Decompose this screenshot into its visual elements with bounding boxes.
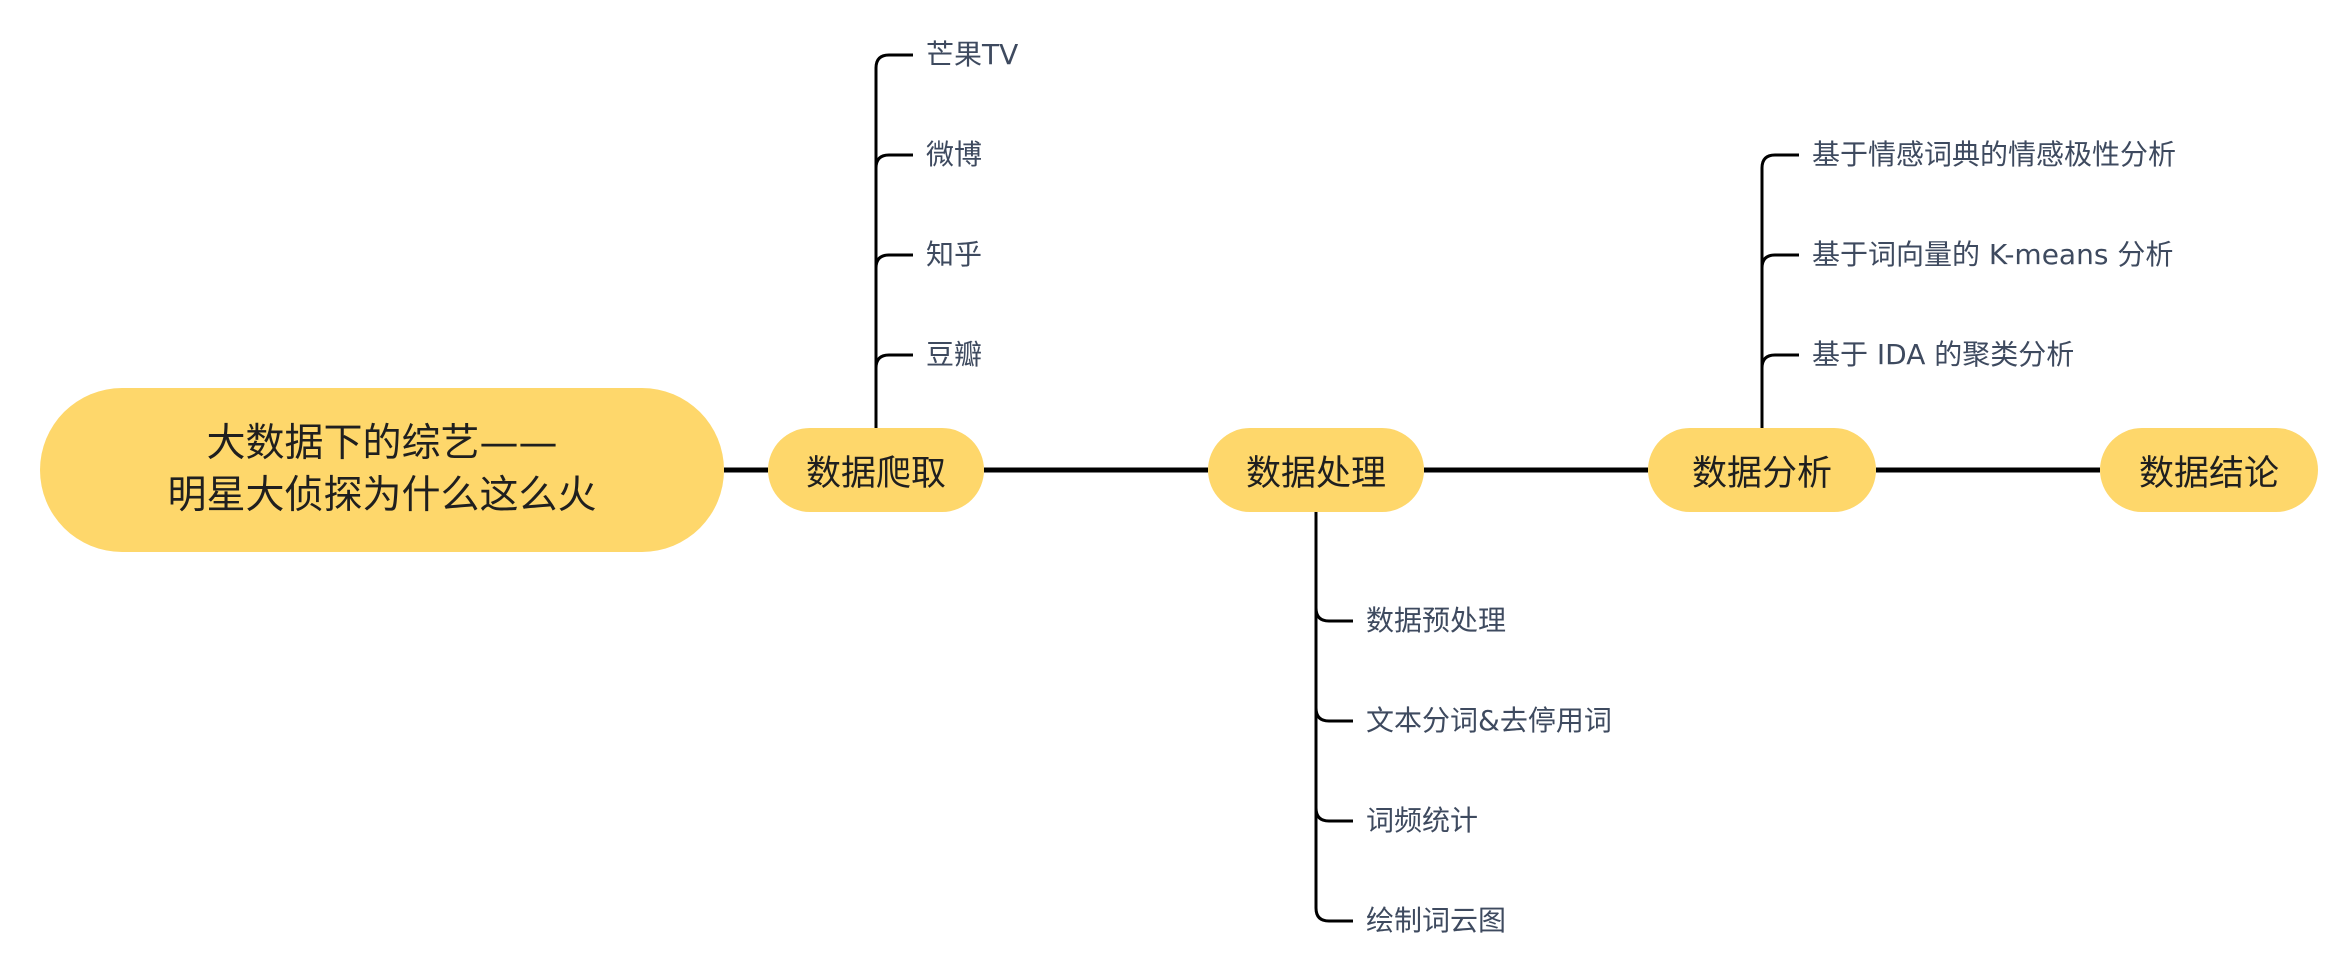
- leaf-zhihu[interactable]: 知乎: [926, 238, 983, 271]
- branch-node-label: 数据处理: [1245, 453, 1386, 494]
- branch3-trunk: [1760, 153, 1799, 428]
- branch1-tick-2: [874, 153, 913, 169]
- leaf-word-cloud[interactable]: 绘制词云图: [1366, 904, 1507, 937]
- branch3-tick-2: [1760, 253, 1799, 269]
- branch-node-crawl[interactable]: 数据爬取: [768, 428, 984, 512]
- leaf-preprocess[interactable]: 数据预处理: [1366, 604, 1507, 637]
- leaf-ida-clustering[interactable]: 基于 IDA 的聚类分析: [1812, 338, 2075, 371]
- root-topic[interactable]: 大数据下的综艺—— 明星大侦探为什么这么火: [40, 388, 724, 552]
- leaf-sentiment-analysis[interactable]: 基于情感词典的情感极性分析: [1812, 138, 2177, 171]
- branch2-trunk: [1314, 512, 1353, 923]
- leaf-douban[interactable]: 豆瓣: [926, 338, 983, 371]
- branch1-trunk: [874, 53, 913, 428]
- branch1-tick-4: [874, 353, 913, 369]
- branch-node-label: 数据分析: [1691, 453, 1832, 494]
- branch2-tick-3: [1314, 807, 1353, 823]
- branch-node-label: 数据结论: [2138, 453, 2279, 494]
- root-topic-line1: 大数据下的综艺——: [206, 421, 558, 466]
- leaf-kmeans-analysis[interactable]: 基于词向量的 K-means 分析: [1812, 238, 2174, 271]
- branch2-tick-1: [1314, 607, 1353, 623]
- branch-node-label: 数据爬取: [805, 453, 946, 494]
- leaf-mango-tv[interactable]: 芒果TV: [926, 38, 1019, 71]
- leaf-segmentation[interactable]: 文本分词&去停用词: [1366, 704, 1612, 737]
- branch2-tick-2: [1314, 707, 1353, 723]
- root-topic-line2: 明星大侦探为什么这么火: [167, 473, 597, 518]
- branch1-tick-3: [874, 253, 913, 269]
- branch-node-process[interactable]: 数据处理: [1208, 428, 1424, 512]
- branch-node-conclusion[interactable]: 数据结论: [2100, 428, 2318, 512]
- leaf-word-frequency[interactable]: 词频统计: [1366, 804, 1479, 837]
- branch-node-analysis[interactable]: 数据分析: [1648, 428, 1876, 512]
- leaf-weibo[interactable]: 微博: [926, 138, 983, 171]
- branch3-tick-3: [1760, 353, 1799, 369]
